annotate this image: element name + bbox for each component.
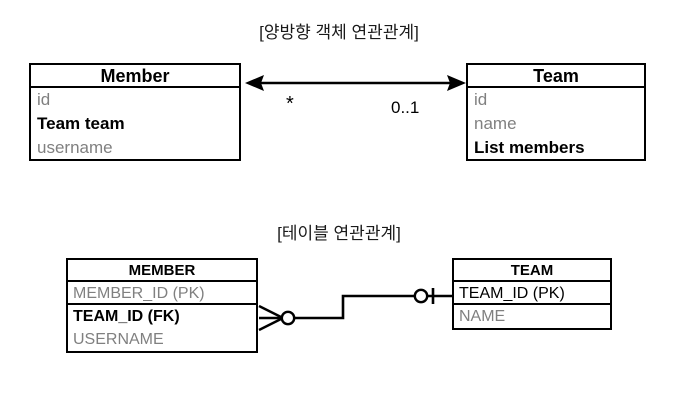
multiplicity-many-label: * bbox=[286, 93, 294, 115]
team-class-name: Team bbox=[468, 65, 644, 88]
optionality-zero-circle-member bbox=[280, 310, 296, 326]
team-class-field-id: id bbox=[474, 90, 488, 109]
team-table-column-name: NAME bbox=[459, 308, 506, 325]
member-table-box: MEMBER MEMBER_ID (PK) TEAM_ID (FK) USERN… bbox=[66, 258, 258, 353]
crows-foot-relationship bbox=[258, 288, 452, 332]
team-class-field-members: List members bbox=[474, 138, 585, 157]
member-class-field-username: username bbox=[37, 138, 113, 157]
association-arrowhead-right bbox=[447, 75, 466, 91]
team-class-field-name: name bbox=[474, 114, 517, 133]
association-arrowhead-left bbox=[245, 75, 264, 91]
bidirectional-association-arrow bbox=[245, 75, 466, 91]
multiplicity-zero-or-one-label: 0..1 bbox=[391, 98, 420, 117]
crows-foot-many-symbol bbox=[258, 304, 284, 332]
object-diagram-title: [양방향 객체 연관관계] bbox=[259, 23, 419, 42]
member-class-name: Member bbox=[31, 65, 239, 88]
member-class-box: Member id Team team username bbox=[29, 63, 241, 161]
team-table-column-team-id: TEAM_ID (PK) bbox=[454, 282, 610, 305]
member-table-column-team-id: TEAM_ID (FK) bbox=[73, 308, 180, 325]
member-table-column-username: USERNAME bbox=[73, 331, 164, 348]
member-table-column-member-id: MEMBER_ID (PK) bbox=[68, 282, 256, 305]
member-class-field-id: id bbox=[37, 90, 51, 109]
table-diagram-title: [테이블 연관관계] bbox=[277, 224, 401, 243]
optionality-zero-circle-team bbox=[413, 288, 429, 304]
member-class-field-team: Team team bbox=[37, 114, 125, 133]
team-table-box: TEAM TEAM_ID (PK) NAME bbox=[452, 258, 612, 330]
relationship-line bbox=[290, 294, 416, 320]
team-table-name: TEAM bbox=[454, 260, 610, 282]
member-table-name: MEMBER bbox=[68, 260, 256, 282]
team-class-box: Team id name List members bbox=[466, 63, 646, 161]
